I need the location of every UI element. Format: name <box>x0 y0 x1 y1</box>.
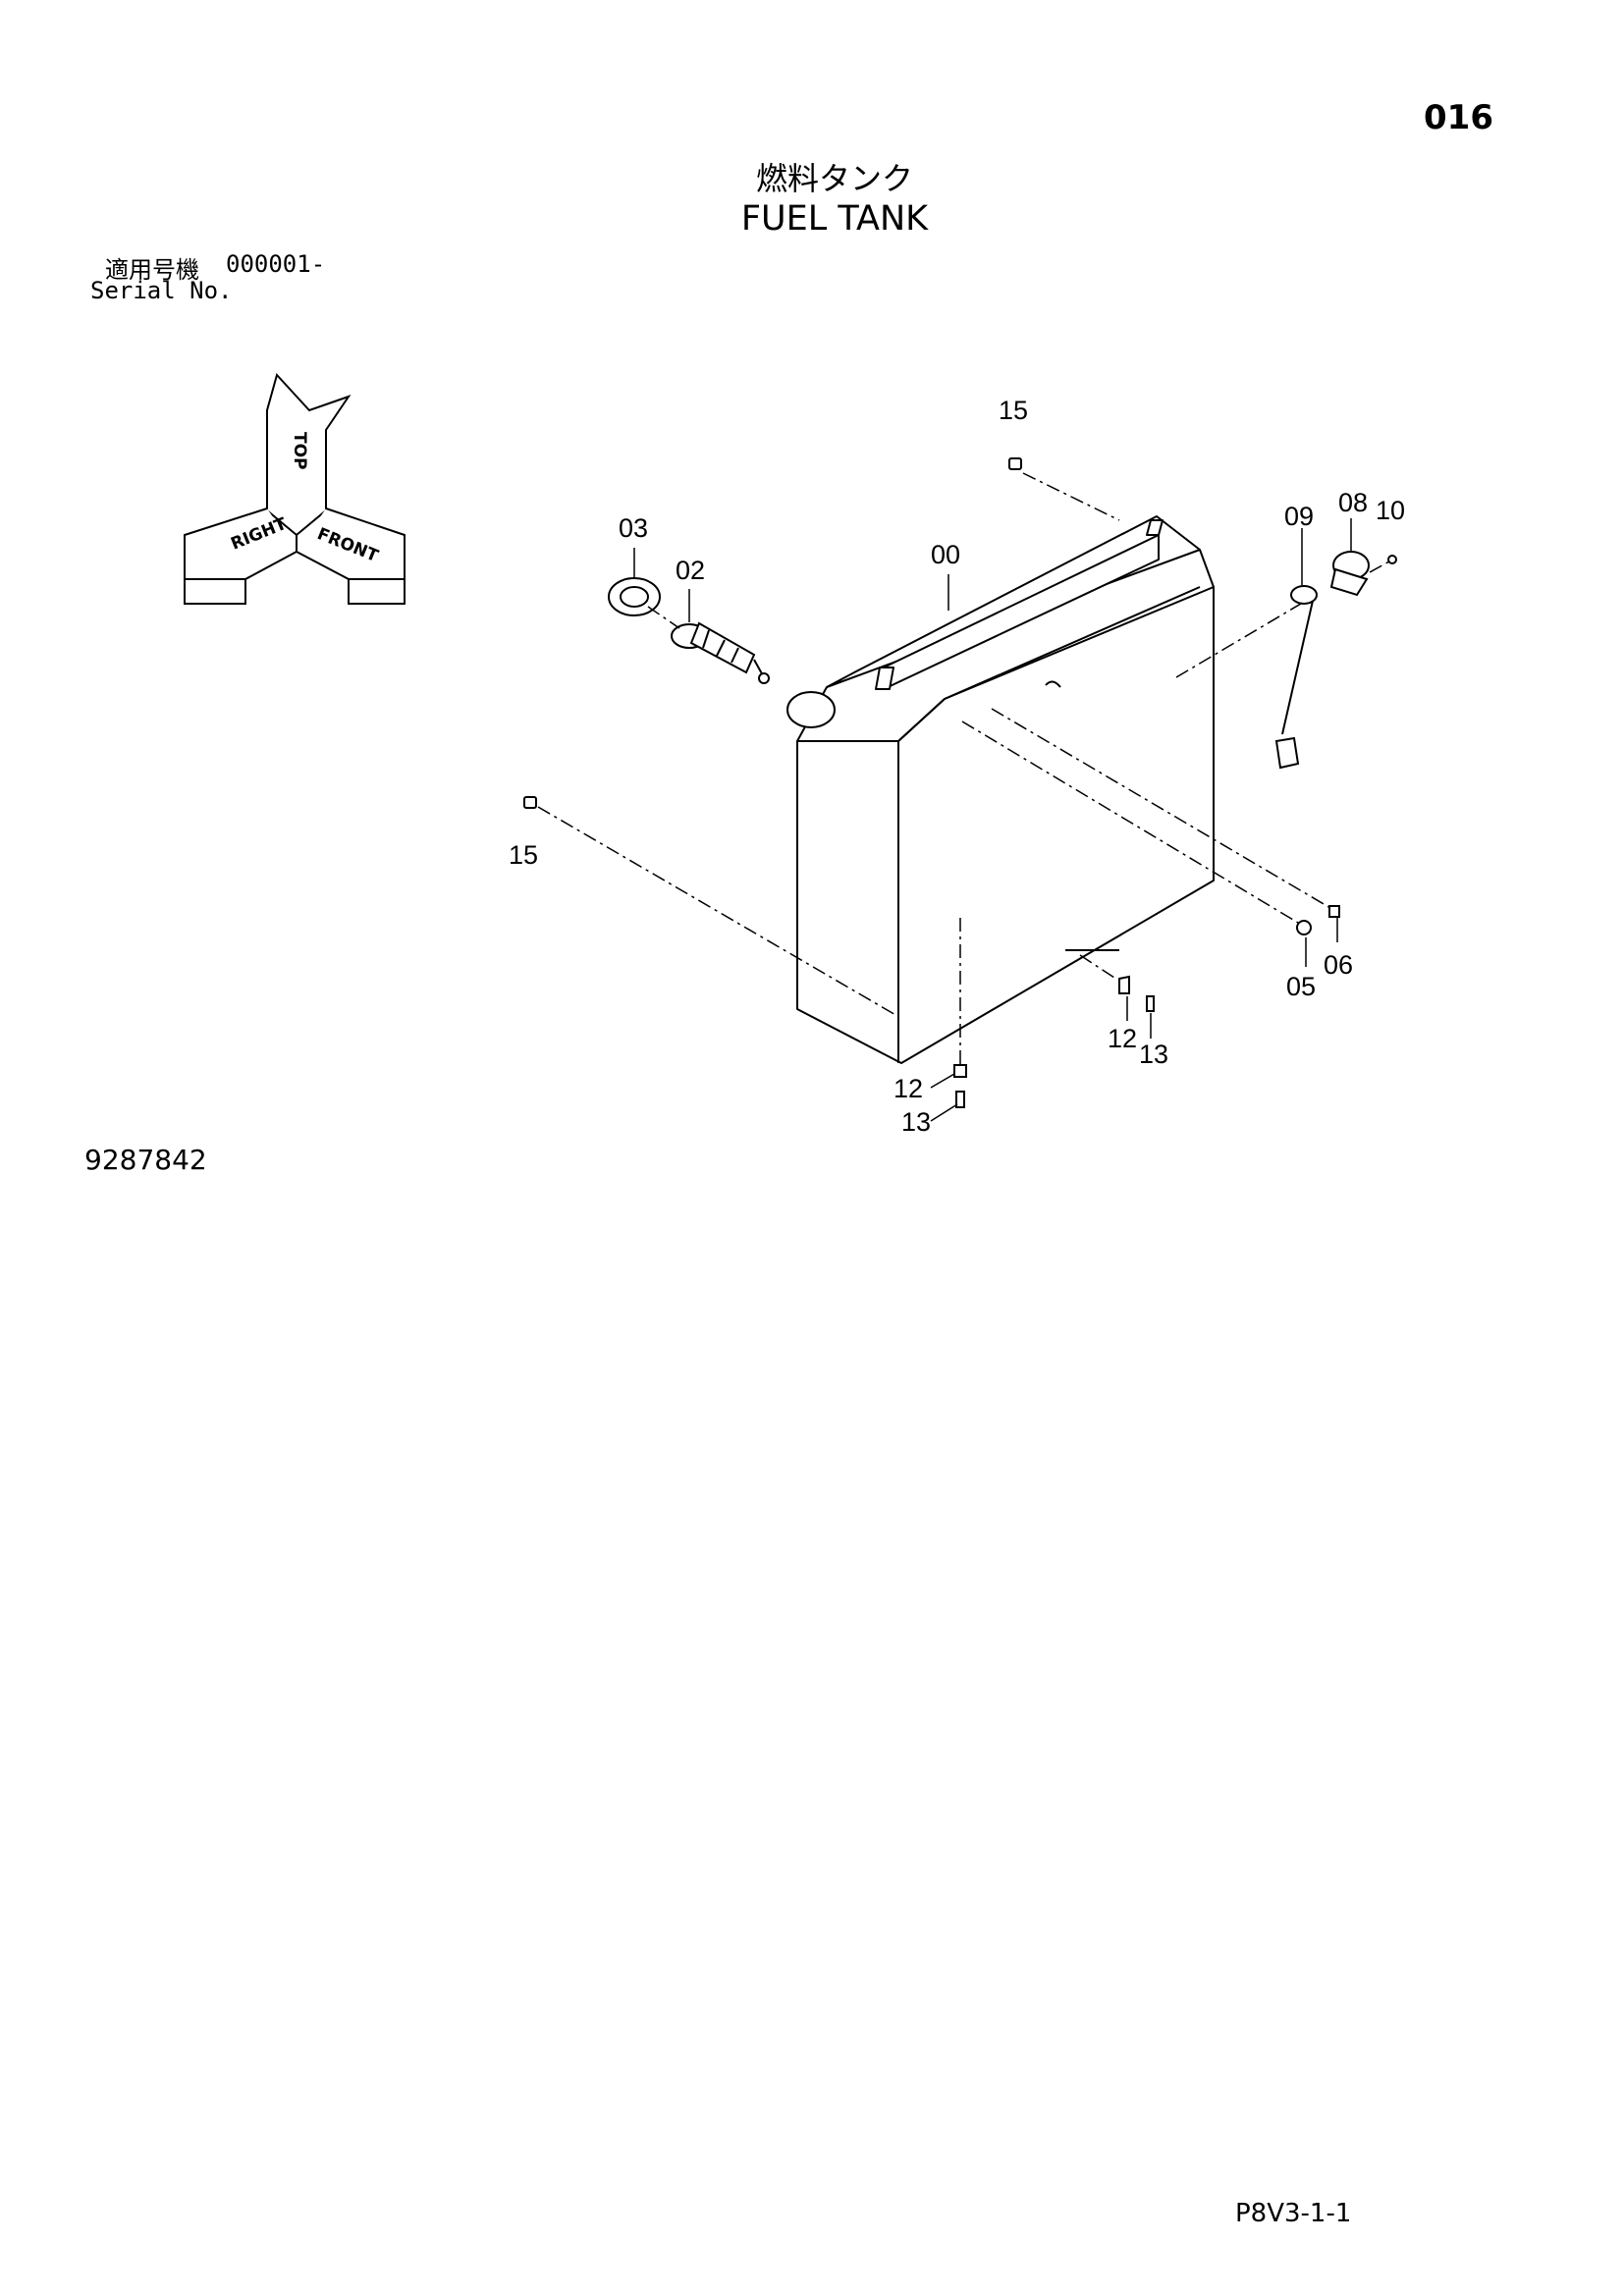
callout-09: 09 <box>1284 502 1314 531</box>
serial-label-japanese: 適用号機 <box>105 256 199 284</box>
clip-12-right <box>1118 975 1130 994</box>
screw-13-right <box>1146 995 1155 1012</box>
bolt-15-left <box>523 796 537 809</box>
strainer-filter <box>671 621 770 684</box>
callout-03: 03 <box>619 513 648 543</box>
bolt-06 <box>1328 905 1340 918</box>
callout-02: 02 <box>676 556 705 585</box>
leader-lines <box>633 518 1352 1122</box>
callout-00: 00 <box>931 540 960 569</box>
direction-label-top: TOP <box>290 432 309 470</box>
fuel-tank-body <box>786 515 1215 1064</box>
callout-10: 10 <box>1376 496 1405 525</box>
clip-12-bottom <box>953 1064 967 1078</box>
assembly-lines <box>537 472 1390 1065</box>
title-japanese: 燃料タンク <box>755 160 913 197</box>
callout-05: 05 <box>1286 972 1316 1001</box>
page-title: FUEL TANK <box>740 199 929 239</box>
bolt-15-top <box>1008 457 1022 470</box>
callout-15-top: 15 <box>999 396 1028 425</box>
serial-label-english: Serial No. <box>90 277 233 304</box>
nut-05 <box>1296 920 1312 935</box>
fuel-cap <box>608 577 661 616</box>
serial-number-value: 000001- <box>226 250 326 278</box>
callout-12-right: 12 <box>1108 1024 1137 1053</box>
screw-13-bottom <box>955 1091 965 1108</box>
fuel-level-sender <box>1274 551 1397 770</box>
page-number: 016 <box>1424 98 1493 137</box>
reference-code: P8V3-1-1 <box>1235 2199 1352 2228</box>
callout-15-left: 15 <box>509 840 538 870</box>
drawing-number: 9287842 <box>84 1144 207 1176</box>
fasteners <box>523 457 1340 1108</box>
orientation-indicator: TOP RIGHT FRONT <box>184 372 406 605</box>
callout-labels: 03 02 00 15 09 08 10 15 05 06 12 13 12 1… <box>509 396 1405 1137</box>
callout-13-bottom: 13 <box>901 1107 931 1137</box>
callout-12-bottom: 12 <box>893 1074 923 1103</box>
callout-06: 06 <box>1324 950 1353 980</box>
callout-08: 08 <box>1338 488 1368 517</box>
callout-13-right: 13 <box>1139 1040 1168 1069</box>
